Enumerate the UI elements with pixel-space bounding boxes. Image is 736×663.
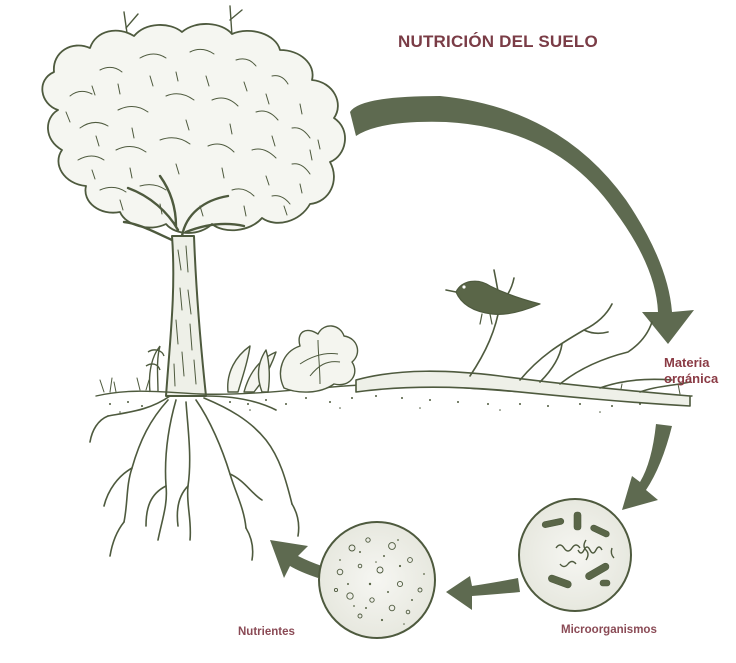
arrow-microorganisms-to-nutrients — [446, 576, 520, 610]
bird — [446, 281, 540, 324]
fallen-branch — [356, 270, 690, 406]
microorganisms-lens — [519, 499, 631, 611]
bird-body — [456, 281, 540, 314]
label-materia-organica: Materia orgánica — [664, 355, 718, 387]
tree-trunk — [166, 236, 206, 396]
tree-roots — [90, 396, 299, 560]
label-materia-line1: Materia — [664, 355, 718, 371]
label-materia-line2: orgánica — [664, 371, 718, 387]
arrow-materia-to-microorganisms — [622, 424, 672, 510]
arrow-nutrients-to-roots — [270, 540, 322, 578]
tree — [42, 6, 345, 560]
label-microorganismos: Microorganismos — [561, 624, 657, 636]
nutrients-lens — [319, 522, 435, 638]
label-nutrientes: Nutrientes — [238, 626, 295, 638]
diagram-title: NUTRICIÓN DEL SUELO — [398, 32, 598, 52]
